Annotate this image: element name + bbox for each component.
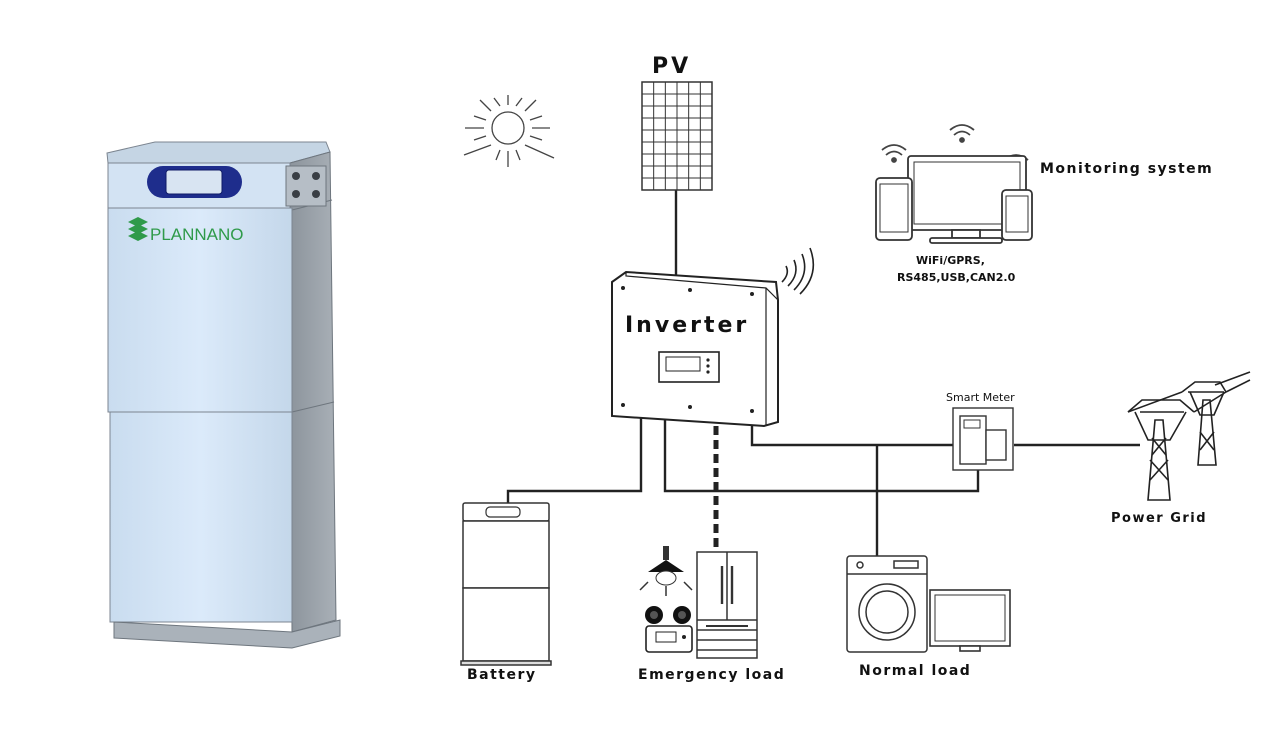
communication-label-line1: WiFi/GPRS,: [916, 254, 985, 267]
power-grid-label: Power Grid: [1111, 511, 1208, 526]
emergency-load-label: Emergency load: [638, 667, 786, 683]
battery-cabinet-product: PLANNANO: [106, 141, 341, 649]
battery-icon: [460, 502, 552, 666]
transmission-tower-icon: [1127, 371, 1251, 501]
tv-icon: [929, 589, 1011, 652]
monitoring-system-label: Monitoring system: [1040, 161, 1214, 177]
display-screen-icon: [147, 166, 242, 198]
smart-meter-icon: [952, 407, 1014, 471]
brand-logo-text: PLANNANO: [150, 225, 244, 244]
pv-label: PV: [652, 54, 692, 79]
plannano-logo-icon: [128, 217, 148, 241]
solar-panel-icon: [641, 81, 713, 191]
normal-load-label: Normal load: [859, 663, 972, 679]
sun-icon: [463, 95, 555, 167]
tablet-icon: [875, 177, 913, 241]
lamp-icon: [639, 546, 693, 596]
wiring: [506, 190, 1140, 556]
washing-machine-icon: [846, 555, 928, 653]
communication-label-line2: RS485,USB,CAN2.0: [897, 271, 1016, 284]
smart-meter-label: Smart Meter: [946, 391, 1015, 404]
wireless-signal-icon: [781, 247, 815, 295]
inverter-label: Inverter: [625, 313, 750, 338]
phone-icon: [1001, 189, 1033, 241]
fridge-icon: [696, 551, 758, 659]
battery-label: Battery: [467, 667, 537, 683]
inverter-icon: [611, 270, 779, 428]
emergency-light-icon: [645, 606, 693, 653]
